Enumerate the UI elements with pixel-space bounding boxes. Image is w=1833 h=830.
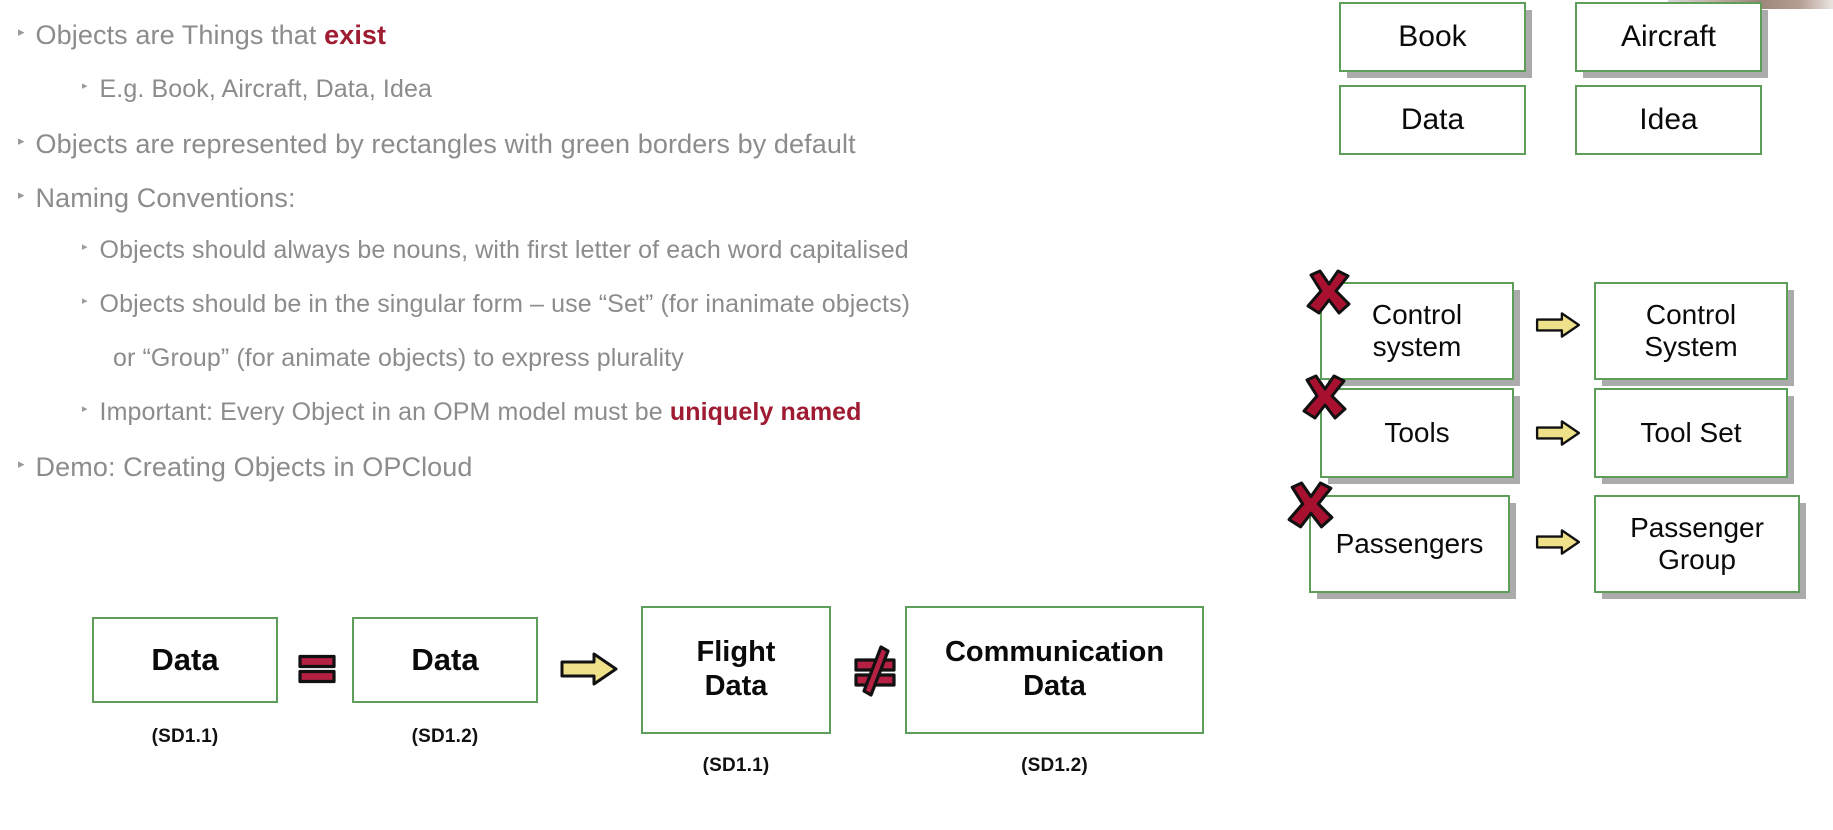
bullet-text: Naming Conventions: bbox=[35, 183, 296, 213]
bullet-item-2: ▸ Objects are represented by rectangles … bbox=[18, 129, 856, 160]
object-caption-communication-data: (SD1.2) bbox=[1021, 755, 1088, 776]
object-box-tools-wrong[interactable]: Tools bbox=[1320, 388, 1514, 478]
bullet-item-8: ▸ Demo: Creating Objects in OPCloud bbox=[18, 452, 473, 483]
object-label: Communication Data bbox=[944, 636, 1165, 702]
bullet-marker-icon: ▸ bbox=[82, 79, 88, 92]
bullet-text: Demo: Creating Objects in OPCloud bbox=[35, 452, 473, 482]
bullet-marker-icon: ▸ bbox=[18, 456, 25, 472]
bullet-text: or “Group” (for animate objects) to expr… bbox=[113, 344, 684, 372]
bullet-text: E.g. Book, Aircraft, Data, Idea bbox=[99, 75, 432, 103]
object-label: Data bbox=[1400, 102, 1465, 136]
bullet-item-5: ▸ Objects should be in the singular form… bbox=[82, 290, 910, 319]
object-label: Aircraft bbox=[1620, 19, 1716, 53]
object-caption-sd11: (SD1.1) bbox=[151, 726, 219, 747]
bullet-text: Objects are Things that exist bbox=[35, 20, 387, 50]
not-equals-symbol-icon bbox=[854, 645, 896, 697]
object-box-book[interactable]: Book bbox=[1339, 2, 1526, 72]
yellow-arrow-icon bbox=[1535, 529, 1581, 555]
object-label: Idea bbox=[1639, 102, 1698, 136]
object-label: Control system bbox=[1371, 298, 1463, 362]
bullet-item-7: ▸ Important: Every Object in an OPM mode… bbox=[82, 398, 862, 427]
object-label: Book bbox=[1398, 19, 1467, 53]
bullet-text: Objects should be in the singular form –… bbox=[99, 290, 911, 318]
object-box-passengers-wrong[interactable]: Passengers bbox=[1309, 495, 1510, 593]
red-x-icon bbox=[1287, 481, 1334, 529]
object-label: Data bbox=[151, 642, 219, 678]
object-box-flight-data[interactable]: Flight Data bbox=[641, 606, 831, 734]
bullet-marker-icon: ▸ bbox=[18, 133, 25, 149]
yellow-arrow-icon bbox=[1535, 312, 1581, 338]
bullet-marker-icon: ▸ bbox=[18, 187, 25, 203]
object-caption-flight-data: (SD1.1) bbox=[702, 755, 770, 776]
object-caption-sd12: (SD1.2) bbox=[411, 726, 479, 747]
bullet-marker-icon: ▸ bbox=[82, 402, 88, 415]
object-label: Control System bbox=[1644, 298, 1738, 362]
bullet-marker-icon: ▸ bbox=[82, 294, 88, 307]
object-label: Tool Set bbox=[1640, 416, 1742, 448]
yellow-arrow-icon bbox=[1535, 420, 1581, 446]
yellow-arrow-icon bbox=[560, 652, 618, 686]
bullet-text: Important: Every Object in an OPM model … bbox=[99, 398, 862, 426]
object-box-control-system-wrong[interactable]: Control system bbox=[1320, 282, 1514, 380]
equals-symbol-icon bbox=[298, 654, 336, 684]
object-box-communication-data[interactable]: Communication Data bbox=[905, 606, 1204, 734]
object-label: Data bbox=[411, 642, 479, 678]
bullet-item-0: ▸ Objects are Things that exist bbox=[18, 20, 386, 51]
bullet-marker-icon: ▸ bbox=[82, 240, 88, 253]
object-box-data-sd12[interactable]: Data bbox=[352, 617, 538, 703]
bullet-text: Objects are represented by rectangles wi… bbox=[35, 129, 856, 159]
object-box-tools-right[interactable]: Tool Set bbox=[1594, 388, 1788, 478]
bullet-item-6: or “Group” (for animate objects) to expr… bbox=[113, 344, 684, 373]
object-label: Tools bbox=[1384, 416, 1450, 448]
object-box-idea[interactable]: Idea bbox=[1575, 85, 1762, 155]
bullet-item-3: ▸ Naming Conventions: bbox=[18, 183, 296, 214]
object-label: Passenger Group bbox=[1630, 511, 1764, 575]
object-box-data-sd11[interactable]: Data bbox=[92, 617, 278, 703]
bullet-marker-icon: ▸ bbox=[18, 24, 25, 40]
object-box-aircraft[interactable]: Aircraft bbox=[1575, 2, 1762, 72]
bullet-text: Objects should always be nouns, with fir… bbox=[99, 236, 909, 264]
bullet-item-1: ▸ E.g. Book, Aircraft, Data, Idea bbox=[82, 75, 432, 104]
bullet-item-4: ▸ Objects should always be nouns, with f… bbox=[82, 236, 909, 265]
object-box-data-example[interactable]: Data bbox=[1339, 85, 1526, 155]
object-box-control-system-right[interactable]: Control System bbox=[1594, 282, 1788, 380]
red-x-icon bbox=[1306, 269, 1351, 315]
red-x-icon bbox=[1302, 374, 1347, 420]
object-label: Passengers bbox=[1335, 527, 1484, 559]
object-box-passengers-right[interactable]: Passenger Group bbox=[1594, 495, 1800, 593]
object-label: Flight Data bbox=[696, 636, 776, 702]
